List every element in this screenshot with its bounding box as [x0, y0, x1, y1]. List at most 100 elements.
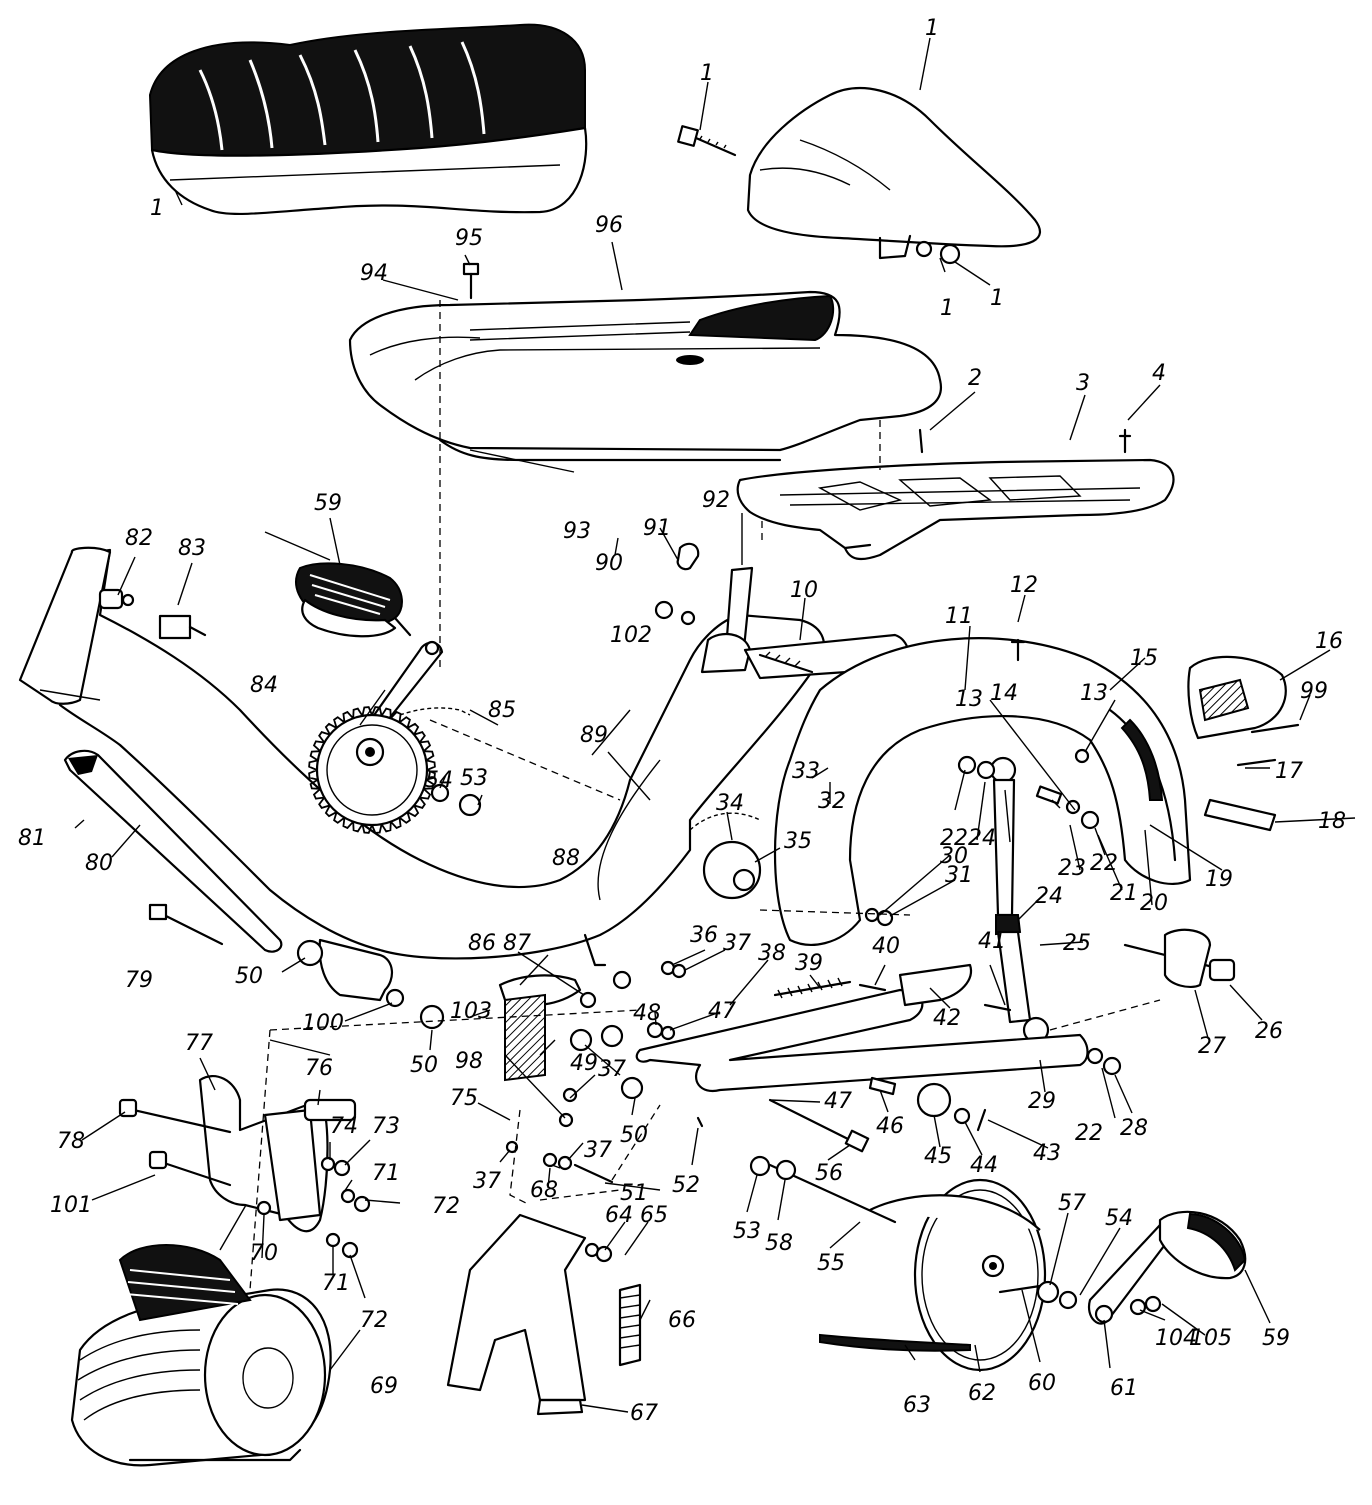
engine — [70, 1244, 332, 1467]
label-81: 81 — [18, 826, 46, 851]
bushing — [600, 1024, 624, 1048]
bushing — [620, 1076, 644, 1100]
bushing — [256, 1200, 272, 1216]
washer — [325, 1232, 341, 1248]
bolt — [983, 1003, 1012, 1012]
clamp-bolt — [98, 588, 135, 610]
label-41: 41 — [978, 929, 1006, 954]
bolt-head — [148, 1150, 168, 1170]
axle-nut — [458, 793, 482, 817]
swing-arm — [635, 963, 1089, 1093]
washer — [1086, 1047, 1104, 1065]
label-50: 50 — [620, 1123, 648, 1148]
label-54: 54 — [425, 768, 453, 793]
rear-mudguard — [773, 637, 1192, 946]
bolt — [573, 1163, 614, 1184]
rack-bolt — [1118, 428, 1132, 454]
label-100: 100 — [302, 1011, 344, 1036]
washer — [542, 1152, 558, 1168]
bolt — [1035, 785, 1063, 805]
label-13: 13 — [1080, 681, 1108, 706]
washer — [505, 1140, 519, 1154]
engine-bracket — [318, 938, 405, 1008]
label-77: 77 — [185, 1031, 213, 1056]
label-15: 15 — [1130, 646, 1158, 671]
tail-light — [1187, 655, 1287, 740]
label-82: 82 — [125, 526, 153, 551]
label-22: 22 — [1090, 851, 1118, 876]
label-70: 70 — [250, 1241, 278, 1266]
label-90: 90 — [595, 551, 623, 576]
label-94: 94 — [360, 261, 388, 286]
center-stand — [446, 1213, 587, 1416]
light-screw — [1250, 723, 1300, 734]
washer — [1074, 748, 1090, 764]
label-99: 99 — [1300, 679, 1328, 704]
rear-sprocket — [702, 840, 762, 900]
luggage-rack — [736, 458, 1175, 561]
label-23: 23 — [1058, 856, 1086, 881]
label-101: 101 — [50, 1193, 92, 1218]
label-104: 104 — [1155, 1326, 1197, 1351]
label-75: 75 — [450, 1086, 478, 1111]
label-46: 46 — [876, 1114, 904, 1139]
washer — [340, 1188, 356, 1204]
bolt — [868, 1076, 897, 1096]
shock-absorber — [989, 756, 1050, 1044]
seat-post — [700, 566, 754, 674]
label-47: 47 — [824, 1089, 852, 1114]
label-47: 47 — [708, 999, 736, 1024]
cable-clip — [583, 933, 607, 967]
label-3: 3 — [1076, 371, 1090, 396]
pin-ring — [579, 991, 597, 1009]
washer — [430, 783, 450, 803]
frame-bushing-lower — [419, 1004, 445, 1030]
nut — [353, 1195, 371, 1213]
sprocket-chain — [689, 812, 761, 831]
label-63: 63 — [903, 1393, 931, 1418]
label-27: 27 — [1198, 1034, 1226, 1059]
brake-lever — [498, 974, 582, 1082]
label-53: 53 — [733, 1219, 761, 1244]
main-frame — [18, 546, 826, 960]
nut — [671, 963, 687, 979]
nut — [595, 1245, 613, 1263]
label-59: 59 — [1262, 1326, 1290, 1351]
label-69: 69 — [370, 1374, 398, 1399]
label-64: 64 — [605, 1203, 633, 1228]
label-21: 21 — [1110, 881, 1138, 906]
engine-mount-plate — [198, 1074, 329, 1233]
light-screw-2 — [1236, 758, 1277, 767]
label-49: 49 — [570, 1051, 598, 1076]
washer — [957, 755, 977, 775]
frame-cover — [348, 290, 943, 462]
silent-block — [303, 1098, 357, 1122]
label-73: 73 — [372, 1114, 400, 1139]
saddle-nut — [939, 243, 961, 265]
label-33: 33 — [792, 759, 820, 784]
label-4: 4 — [1152, 361, 1166, 386]
front-fork-tube — [63, 749, 283, 953]
washer — [775, 1159, 797, 1181]
label-85: 85 — [488, 698, 516, 723]
stand-spring — [618, 1283, 642, 1367]
label-37: 37 — [598, 1057, 626, 1082]
bolt — [156, 910, 224, 946]
bushing — [916, 1082, 952, 1118]
label-60: 60 — [1028, 1371, 1056, 1396]
label-50: 50 — [410, 1053, 438, 1078]
washer — [953, 1107, 971, 1125]
spacer — [654, 600, 674, 620]
label-58: 58 — [765, 1231, 793, 1256]
nut — [1080, 810, 1100, 830]
label-52: 52 — [672, 1173, 700, 1198]
washer — [864, 907, 880, 923]
cover-screw — [462, 262, 480, 300]
label-37: 37 — [473, 1169, 501, 1194]
chain — [399, 707, 471, 716]
label-105: 105 — [1190, 1326, 1232, 1351]
label-43: 43 — [1033, 1141, 1061, 1166]
label-53: 53 — [460, 766, 488, 791]
label-16: 16 — [1315, 629, 1343, 654]
